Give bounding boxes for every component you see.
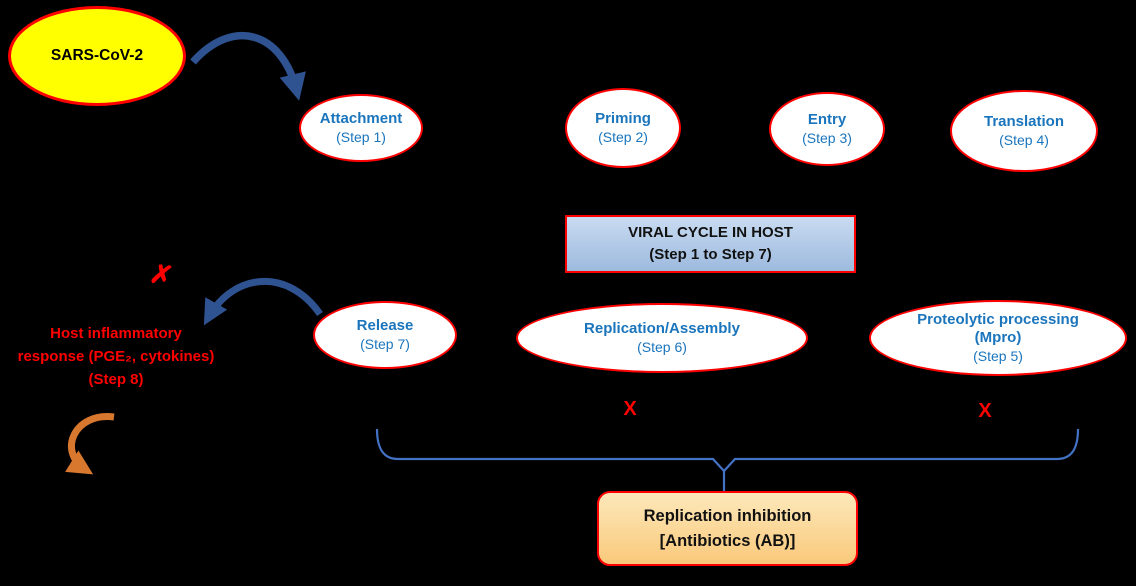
replication-inhibition-line2: [Antibiotics (AB)] [659, 531, 796, 550]
viral-cycle-subtitle: (Step 1 to Step 7) [649, 246, 772, 263]
translation-label: Translation [983, 112, 1065, 130]
curved-arrow-host-response-loop-icon [65, 413, 115, 475]
sars-cov-2-label: SARS-CoV-2 [50, 47, 144, 65]
replication-inhibition-box: Replication inhibition [Antibiotics (AB)… [597, 491, 858, 566]
inhibition-x-proteolytic: X [978, 400, 992, 422]
brace-bracket-icon [375, 428, 1080, 473]
replication-assembly-label: Replication/Assembly [584, 319, 740, 337]
node-entry: Entry (Step 3) [769, 92, 885, 166]
host-response-line2: response (PGE₂, cytokines) [17, 348, 215, 365]
attachment-label: Attachment [319, 109, 403, 127]
proteolytic-processing-label: Proteolytic processing (Mpro) [917, 310, 1079, 347]
curved-arrow-virus-to-attachment-icon [190, 32, 306, 101]
viral-cycle-in-host-box: VIRAL CYCLE IN HOST (Step 1 to Step 7) [565, 215, 856, 273]
node-translation: Translation (Step 4) [950, 90, 1098, 172]
entry-label: Entry [807, 110, 847, 128]
release-step-label: (Step 7) [360, 335, 410, 352]
release-label: Release [356, 316, 414, 334]
curved-arrow-release-to-host-response-icon [203, 277, 323, 326]
node-replication-assembly: Replication/Assembly (Step 6) [516, 303, 808, 373]
replication-assembly-step-label: (Step 6) [637, 338, 687, 355]
entry-step-label: (Step 3) [802, 129, 852, 146]
node-release: Release (Step 7) [313, 301, 457, 369]
node-sars-cov-2: SARS-CoV-2 [8, 6, 186, 106]
priming-step-label: (Step 2) [598, 128, 648, 145]
host-response-line3: (Step 8) [88, 371, 144, 388]
priming-label: Priming [595, 109, 651, 127]
host-response-line1: Host inflammatory [50, 325, 182, 342]
translation-step-label: (Step 4) [999, 131, 1049, 148]
proteolytic-processing-step-label: (Step 5) [973, 348, 1023, 364]
host-inflammatory-response-label: Host inflammatory response (PGE₂, cytoki… [5, 322, 227, 391]
inhibition-x-replication: X [623, 398, 637, 420]
node-attachment: Attachment (Step 1) [299, 94, 423, 162]
attachment-step-label: (Step 1) [336, 128, 386, 145]
viral-cycle-title: VIRAL CYCLE IN HOST [628, 224, 793, 242]
node-priming: Priming (Step 2) [565, 88, 681, 168]
node-proteolytic-processing: Proteolytic processing (Mpro) (Step 5) [869, 300, 1127, 376]
replication-inhibition-line1: Replication inhibition [643, 506, 812, 525]
